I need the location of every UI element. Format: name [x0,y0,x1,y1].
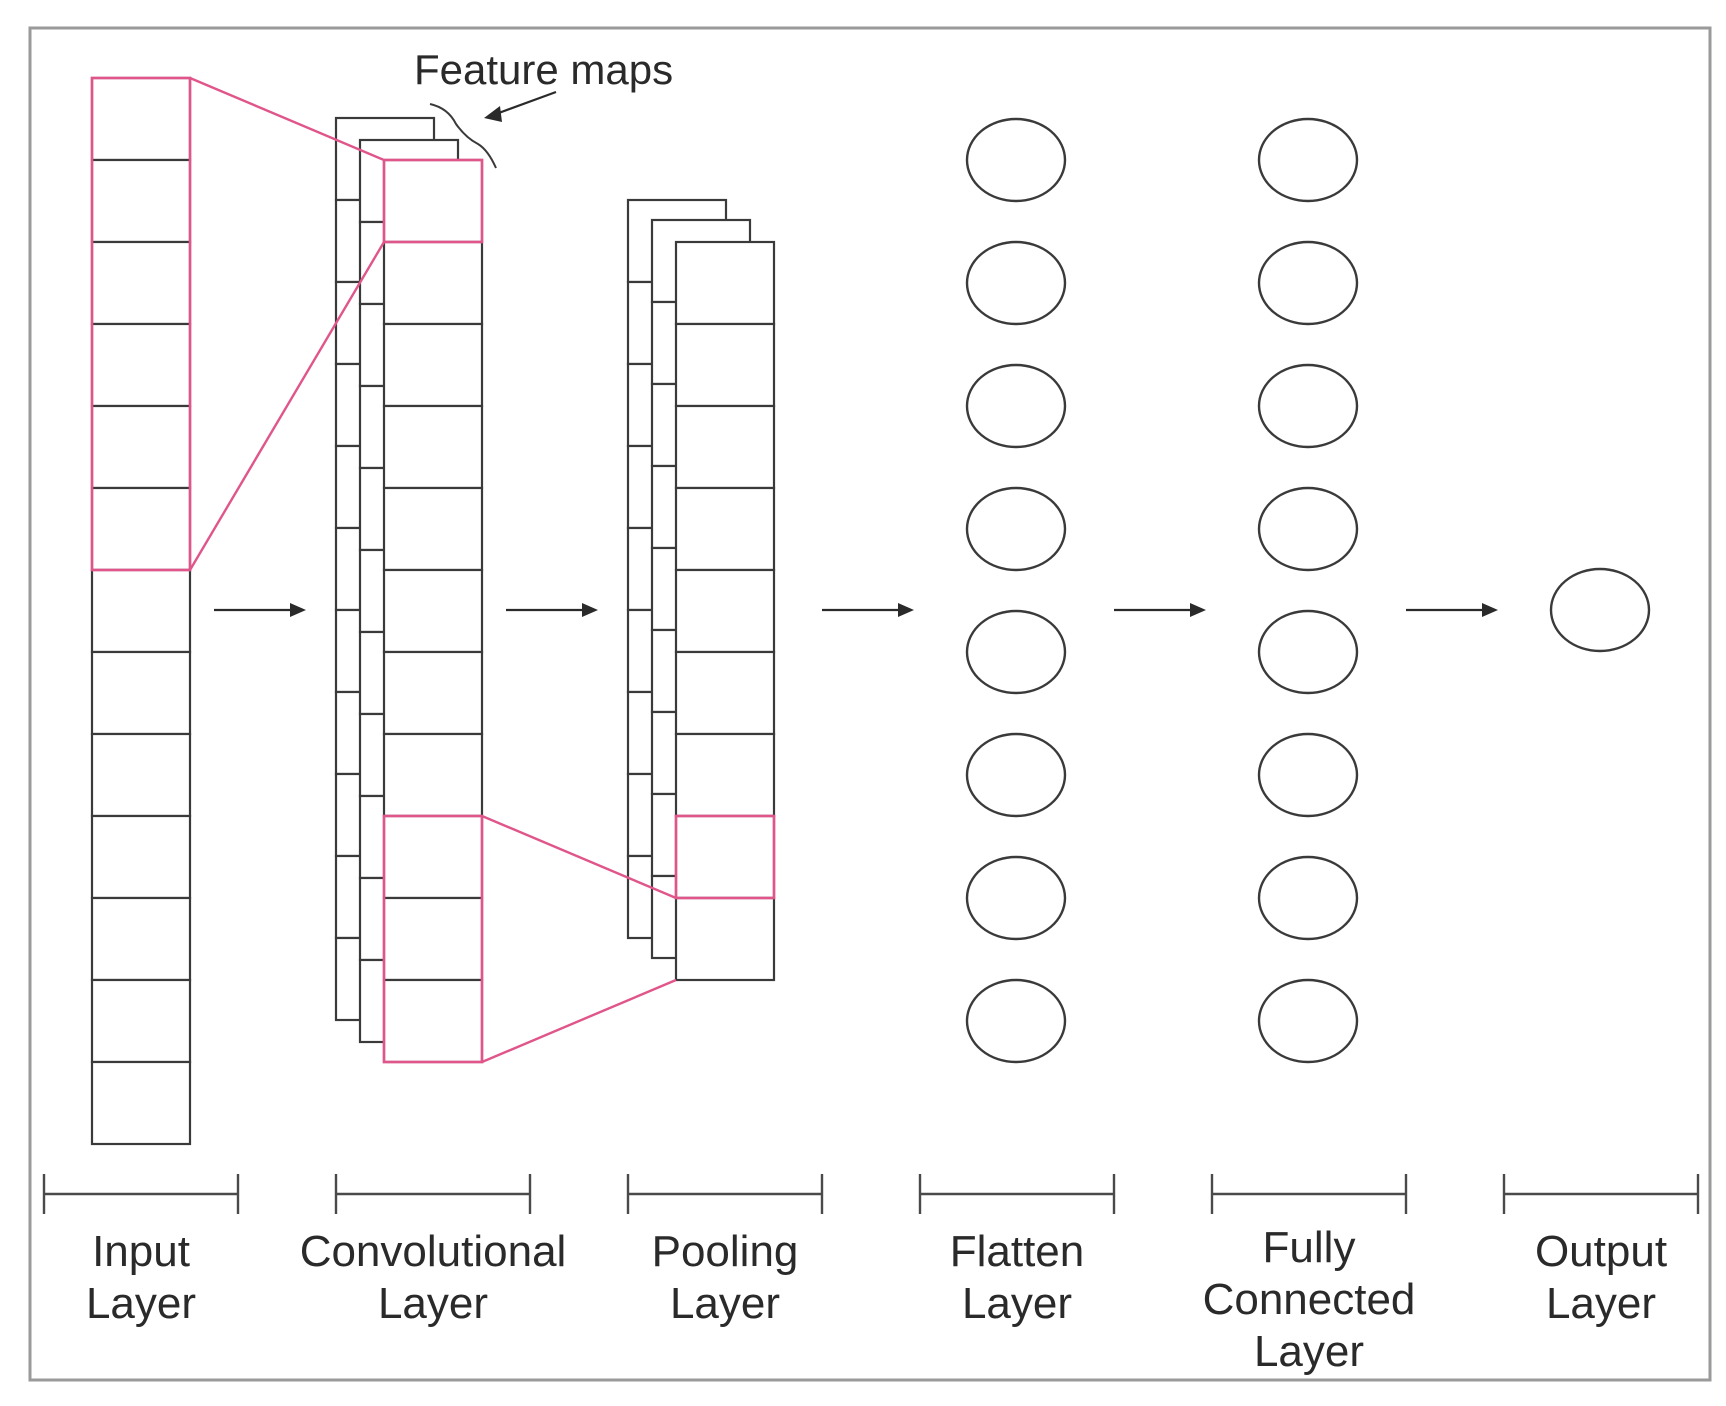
convolutional-layer-stack [334,116,484,1064]
pool-output-cell-highlight [674,814,776,900]
flatten-node [965,363,1067,449]
feature-maps-pointer-line [495,90,557,116]
fully-connected-label-line: Connected [1203,1275,1416,1324]
flow-arrow-head [898,603,914,617]
layer-brackets [42,1174,1700,1214]
pool-cell [674,240,776,326]
pool-cell [674,814,776,900]
pooling-label-line: Layer [670,1279,780,1328]
conv-cell [382,732,484,818]
conv-cell [382,158,484,244]
fully-connected-label-line: Fully [1263,1223,1356,1272]
flatten-node [965,117,1067,203]
fully-connected-node [1257,117,1359,203]
highlight-connection-line [481,978,677,1064]
conv-cell [382,486,484,572]
flatten-node [965,240,1067,326]
input-layer-column [90,76,192,1146]
highlight-connection-line [188,241,386,571]
pool-cell [674,322,776,408]
fully-connected-node [1257,855,1359,941]
flatten-node [965,486,1067,572]
pool-cell [674,650,776,736]
flow-arrow-head [290,603,306,617]
output-layer-nodes [1549,567,1651,653]
pool-cell [674,486,776,572]
fully-connected-node [1257,240,1359,326]
pool-cell [674,568,776,654]
fully-connected-label-line: Layer [1254,1327,1364,1376]
input-receptive-field [90,76,192,572]
pool-cell [674,404,776,490]
conv-cell [382,404,484,490]
input-cell [90,322,192,408]
conv-cell [382,814,484,900]
conv-cell [382,650,484,736]
conv-cell [382,240,484,326]
flow-arrows [214,603,1498,617]
highlight-connection-line [481,814,677,900]
input-label-line: Input [92,1227,190,1276]
receptive-field-highlights [188,76,677,1064]
fully-connected-node [1257,978,1359,1064]
conv-output-cell-highlight [382,158,484,244]
conv-cell [382,322,484,408]
flatten-node [965,855,1067,941]
convolutional-label-line: Convolutional [300,1227,567,1276]
input-label-line: Layer [86,1279,196,1328]
input-cell [90,732,192,818]
flatten-label-line: Layer [962,1279,1072,1328]
conv-pool-window-highlight [382,814,484,1064]
input-cell [90,76,192,162]
fully-connected-node [1257,486,1359,572]
flatten-node [965,978,1067,1064]
input-cell [90,404,192,490]
input-cell [90,486,192,572]
pool-cell [674,732,776,818]
convolutional-label-line: Layer [378,1279,488,1328]
highlight-connection-line [189,76,385,162]
input-cell [90,650,192,736]
feature-maps-pointer-head [484,106,502,122]
output-label-line: Layer [1546,1279,1656,1328]
input-cell [90,568,192,654]
diagram-frame [28,26,1712,1382]
fully-connected-node [1257,609,1359,695]
flatten-label-line: Flatten [950,1227,1085,1276]
output-label-line: Output [1535,1227,1667,1276]
input-cell [90,240,192,326]
conv-cell [382,978,484,1064]
input-cell [90,814,192,900]
pooling-label-line: Pooling [652,1227,799,1276]
flow-arrow-head [582,603,598,617]
layer-labels: InputLayerConvolutionalLayerPoolingLayer… [86,1223,1667,1376]
fully-connected-layer-nodes [1257,117,1359,1064]
input-cell [90,158,192,244]
pooling-layer-stack [626,198,776,982]
input-cell [90,896,192,982]
flatten-layer-nodes [965,117,1067,1064]
flow-arrow-head [1482,603,1498,617]
feature-maps-callout: Feature maps [414,46,673,169]
feature-maps-brace [429,103,497,169]
flatten-node [965,732,1067,818]
flow-arrow-head [1190,603,1206,617]
fully-connected-node [1257,732,1359,818]
feature-maps-label: Feature maps [414,46,673,93]
output-node [1549,567,1651,653]
input-cell [90,978,192,1064]
fully-connected-node [1257,363,1359,449]
conv-cell [382,568,484,654]
input-cell [90,1060,192,1146]
flatten-node [965,609,1067,695]
pool-cell [674,896,776,982]
conv-cell [382,896,484,982]
